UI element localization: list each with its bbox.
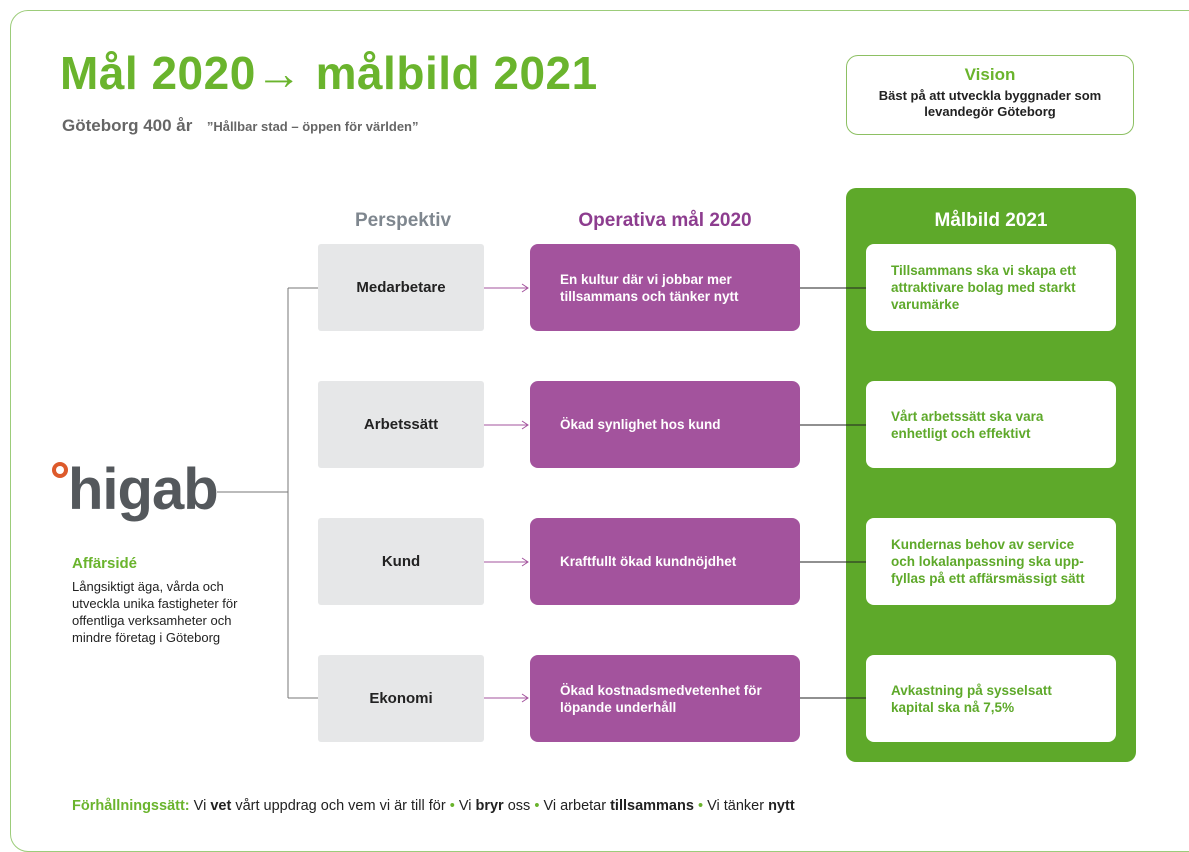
footer-text: Vi — [193, 798, 207, 814]
perspective-box-ekonomi: Ekonomi — [318, 655, 484, 742]
vision-text: Bäst på att utveckla byggnader som levan… — [878, 88, 1102, 119]
operative-column-heading: Operativa mål 2020 — [578, 210, 752, 231]
footer-bold: tillsammans — [610, 798, 694, 814]
target-goal-1: Tillsammans ska vi skapa ett attraktivar… — [866, 244, 1116, 331]
footer-approach: Förhållningssätt: Vi vet vårt uppdrag oc… — [72, 798, 795, 814]
perspective-column-heading: Perspektiv — [354, 210, 452, 231]
subtitle-city: Göteborg 400 år — [62, 116, 193, 135]
page-title: Mål 2020→ målbild 2021 — [60, 47, 598, 99]
target-goal-4: Avkastning på sysselsatt kapital ska nå … — [866, 655, 1116, 742]
business-idea-text: Långsiktigt äga, vårda och utveckla unik… — [72, 579, 238, 645]
footer-label: Förhållningssätt: — [72, 798, 190, 814]
footer-text: Vi arbetar — [543, 798, 607, 814]
footer-bold: vet — [210, 798, 232, 814]
operative-goal-2: Ökad synlighet hos kund — [530, 381, 800, 468]
arrowhead-purple-2 — [521, 420, 529, 430]
arrowhead-purple-1 — [521, 283, 529, 293]
target-goal-3: Kundernas behov av service och lokalanpa… — [866, 518, 1116, 605]
perspective-box-kund: Kund — [318, 518, 484, 605]
business-idea-heading: Affärsidé — [72, 555, 138, 572]
footer-text: oss — [507, 798, 531, 814]
logo-text: higab — [68, 457, 219, 522]
footer-bullet: • — [534, 798, 540, 814]
vision-box: Vision Bäst på att utveckla byggnader so… — [846, 55, 1134, 135]
logo-dot-icon — [52, 462, 68, 478]
footer-bold: nytt — [768, 798, 795, 814]
goal-column-heading: Målbild 2021 — [934, 210, 1048, 231]
subtitle: Göteborg 400 år ”Hållbar stad – öppen fö… — [62, 116, 418, 136]
footer-text: Vi tänker — [707, 798, 765, 814]
perspective-box-arbetssatt: Arbetssätt — [318, 381, 484, 468]
subtitle-quote: ”Hållbar stad – öppen för världen” — [206, 119, 419, 134]
operative-goal-3: Kraftfullt ökad kundnöjdhet — [530, 518, 800, 605]
footer-text: vårt uppdrag och vem vi är till för — [235, 798, 446, 814]
footer-text: Vi — [458, 798, 472, 814]
footer-bold: bryr — [475, 798, 504, 814]
arrowhead-purple-4 — [521, 693, 529, 703]
operative-goal-4: Ökad kostnadsmedvetenhet för löpande und… — [530, 655, 800, 742]
perspective-box-medarbetare: Medarbetare — [318, 244, 484, 331]
arrowhead-purple-3 — [521, 557, 529, 567]
target-goal-2: Vårt arbetssätt ska vara enhetligt och e… — [866, 381, 1116, 468]
footer-bullet: • — [449, 798, 455, 814]
higab-logo: higab — [50, 455, 219, 525]
vision-heading: Vision — [964, 65, 1016, 84]
footer-bullet: • — [697, 798, 704, 814]
operative-goal-1: En kultur där vi jobbar mer tillsammans … — [530, 244, 800, 331]
